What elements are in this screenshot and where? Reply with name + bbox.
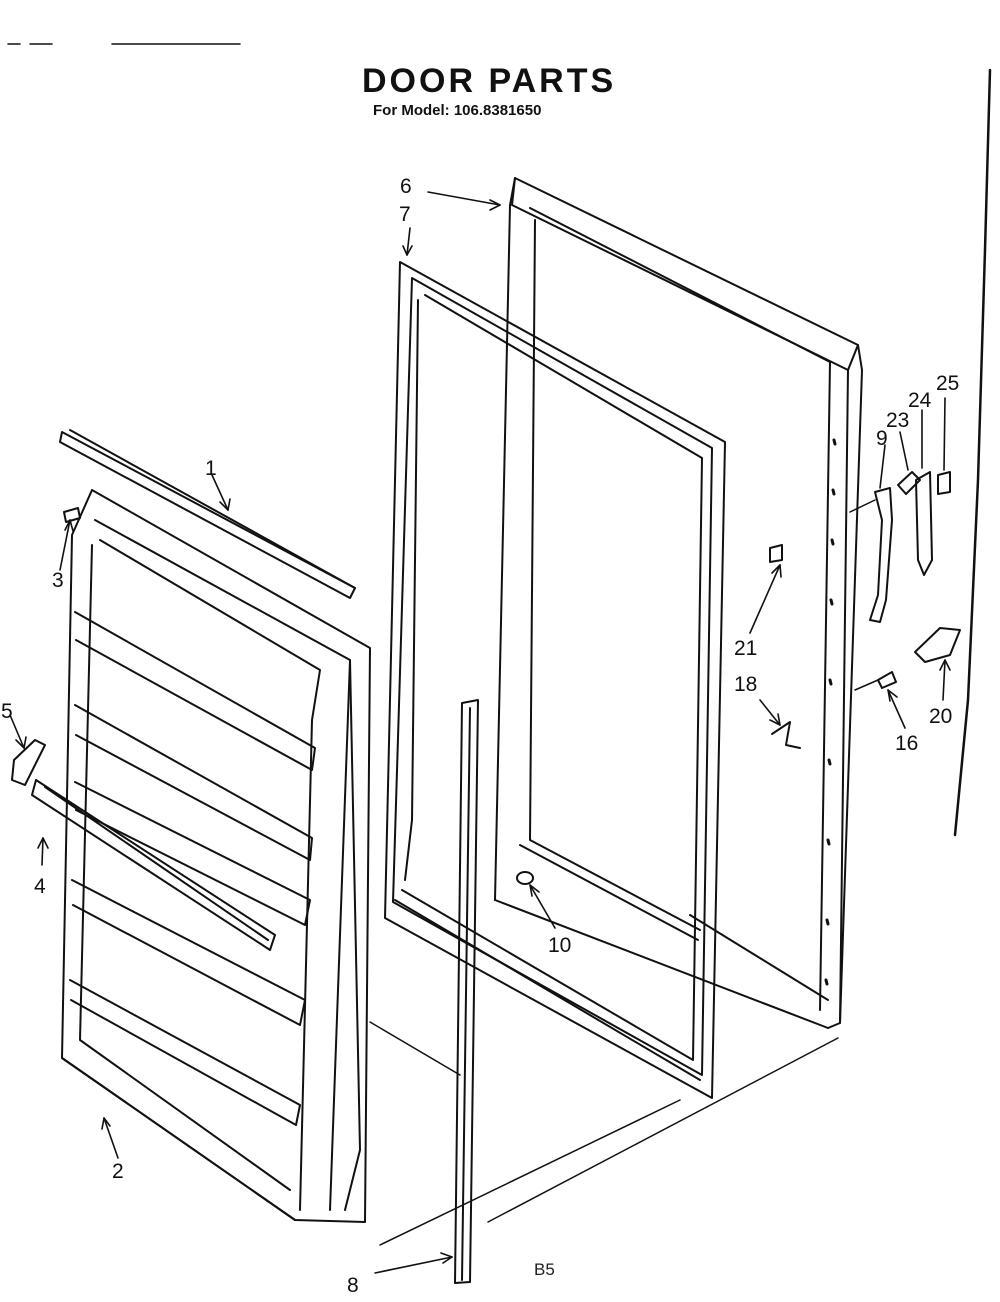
- part-label-2: 2: [112, 1160, 124, 1183]
- breaker-strip: [59, 429, 356, 599]
- part-label-21: 21: [734, 637, 758, 660]
- liner-plug: [63, 507, 81, 523]
- door-plug-button: [516, 871, 534, 885]
- part-label-4: 4: [34, 875, 46, 898]
- hinge-bracket: [914, 627, 961, 663]
- part-label-8: 8: [347, 1274, 359, 1297]
- part-label-16: 16: [895, 732, 919, 755]
- part-label-23: 23: [886, 409, 910, 432]
- handle-end-cap: [897, 471, 921, 495]
- diagram-title: DOOR PARTS: [362, 62, 617, 100]
- door-shelf-bar: [31, 779, 276, 951]
- hinge-gasket-strip: [454, 699, 479, 1284]
- leader-lines: [9, 191, 951, 1274]
- door-gasket: [384, 261, 726, 1099]
- part-label-1: 1: [205, 457, 217, 480]
- outer-door-panel: [494, 177, 863, 1029]
- shelf-end-clip: [11, 739, 46, 786]
- part-label-6: 6: [400, 175, 412, 198]
- part-label-18: 18: [734, 673, 758, 696]
- part-label-24: 24: [908, 389, 932, 412]
- part-label-5: 5: [1, 700, 13, 723]
- bracket-cover: [937, 471, 951, 495]
- screw-part: [771, 721, 801, 749]
- part-label-25: 25: [936, 372, 960, 395]
- drawing-code: B5: [534, 1260, 555, 1279]
- door-handle: [869, 487, 893, 623]
- part-label-9: 9: [876, 427, 888, 450]
- cabinet-edge-line: [953, 68, 992, 837]
- handle-bracket: [915, 471, 933, 576]
- inner-door-liner: [61, 489, 371, 1223]
- model-subtitle: For Model: 106.8381650: [373, 102, 542, 119]
- part-label-20: 20: [929, 705, 953, 728]
- part-label-7: 7: [399, 203, 411, 226]
- part-label-10: 10: [548, 934, 572, 957]
- part-label-3: 3: [52, 569, 64, 592]
- projection-lines: [369, 499, 879, 1246]
- clip-part: [769, 544, 783, 563]
- hinge-pin: [877, 671, 897, 689]
